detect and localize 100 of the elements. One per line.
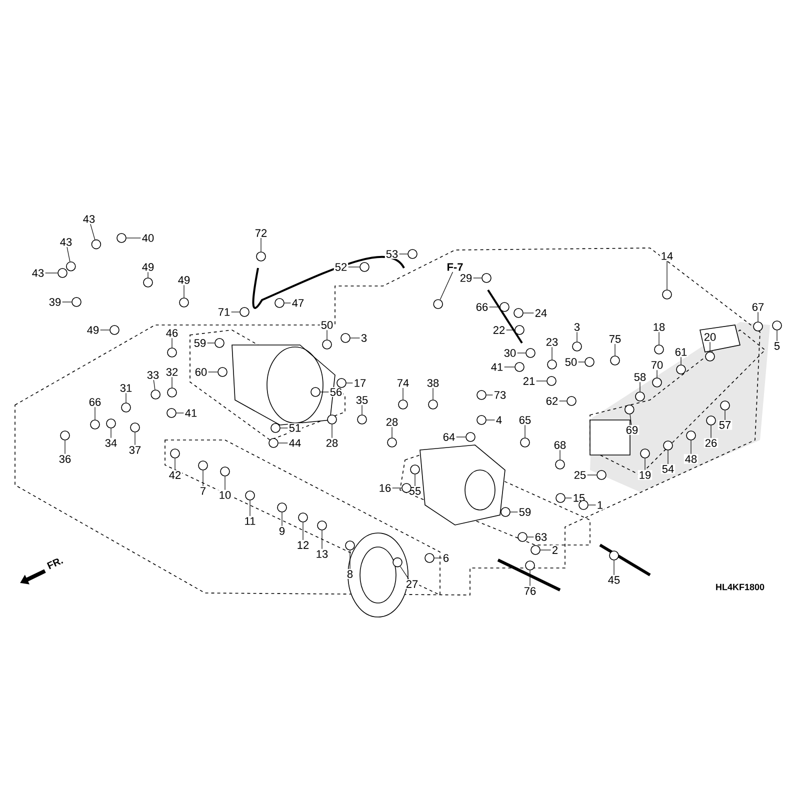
figure-code: HL4KF1800 [716,584,764,590]
callout-number: 42 [168,470,182,480]
callout-number: 66 [88,397,102,407]
part-symbol [240,307,250,317]
part-symbol [476,390,486,400]
callout-number: 58 [632,372,648,382]
part-symbol [526,348,536,358]
part-symbol [596,470,606,480]
callout-number: 36 [58,454,72,464]
leader-line [176,412,184,414]
callout-number: 7 [198,486,208,496]
part-symbol [706,416,716,426]
leader-line [348,266,360,268]
part-symbol [214,338,224,348]
callout-number: 70 [650,360,664,370]
part-symbol [179,298,189,308]
leader-line [644,458,646,470]
callout-number: 46 [164,328,180,338]
callout-number: 37 [128,445,142,455]
leader-line [326,330,328,340]
callout-number: 9 [278,526,286,536]
callout-number: 34 [104,438,118,448]
part-symbol [220,466,230,476]
callout-number: 30 [502,348,518,358]
callout-number: 23 [544,337,560,347]
leader-line [630,414,632,426]
leader-line [690,440,692,454]
part-symbol [392,557,402,568]
callout-number: 35 [354,395,370,405]
leader-line [440,272,454,300]
callout-number: 75 [608,334,622,344]
part-symbol [245,490,255,500]
part-symbol [555,460,565,470]
part-symbol [572,342,582,352]
part-symbol [635,392,645,402]
callout-number: 8 [346,569,354,579]
part-symbol [610,356,620,366]
part-symbol [772,320,782,330]
part-symbol [398,400,408,410]
callout-number: 18 [652,322,666,332]
part-symbol [686,430,696,440]
callout-number: 44 [288,438,302,448]
leader-line [489,306,500,308]
part-symbol [322,340,332,350]
leader-line [576,332,578,342]
callout-number: 12 [296,540,310,550]
leader-line [260,238,262,252]
part-symbol [514,325,524,335]
leader-line [224,476,226,490]
part-symbol [466,432,476,442]
part-symbol [547,360,557,370]
callout-number: 32 [164,367,180,377]
part-symbol [500,507,510,517]
leader-line [414,474,416,486]
callout-number: 14 [660,251,674,261]
callout-number: 59 [518,507,532,517]
leader-line [587,474,597,476]
leader-line [504,366,515,368]
part-symbol [310,387,320,397]
callout-number: 20 [702,332,718,342]
leader-line [517,352,526,354]
part-symbol [518,532,528,542]
leader-line [202,470,204,486]
part-symbol [578,500,588,510]
callout-number: 27 [404,579,420,589]
reference-label: F-7 [446,262,464,272]
part-symbol [424,553,434,563]
leader-line [666,260,668,290]
leader-line [524,424,526,438]
leader-line [134,432,136,446]
part-symbol [143,278,153,288]
callout-number: 69 [624,425,640,435]
callout-number: 38 [426,378,440,388]
part-symbol [387,438,397,448]
part-symbol [130,422,140,432]
part-symbol [525,560,535,570]
callout-number: 57 [718,420,732,430]
callout-number: 3 [572,322,582,332]
leader-line [400,566,409,580]
callout-number: 53 [384,249,400,259]
part-symbol [584,357,594,367]
part-symbol [110,325,120,335]
part-symbol [566,396,576,406]
part-symbol [662,290,672,300]
callout-number: 16 [378,483,392,493]
part-symbol [520,438,530,448]
leader-line [658,332,660,345]
callout-number: 43 [30,268,46,278]
callout-number: 50 [320,320,334,330]
callout-number: 48 [684,454,698,464]
leader-line [45,272,58,274]
part-symbol [530,545,540,555]
leader-line [153,380,156,390]
part-symbol [609,550,619,560]
callout-number: 13 [314,549,330,559]
callout-number: 1 [596,500,604,510]
leader-line [680,356,682,365]
leader-line [302,522,304,540]
leader-line [90,224,96,240]
leader-line [656,370,658,378]
